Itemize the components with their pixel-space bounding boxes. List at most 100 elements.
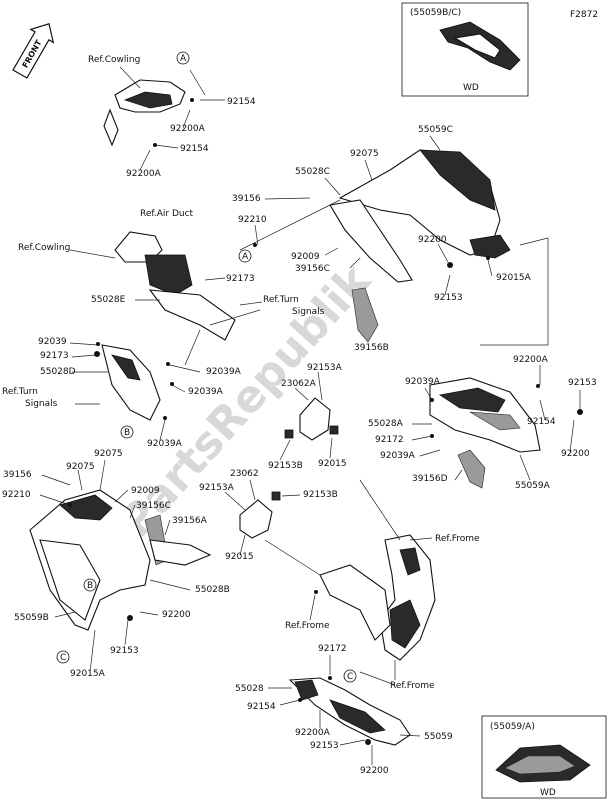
part-39156b-shape: [351, 287, 379, 343]
label-92172-right: 92172: [375, 435, 404, 445]
label-92154-right: 92154: [527, 417, 556, 427]
label-92210-left: 92210: [2, 490, 31, 500]
label-92015-top: 92015: [318, 459, 347, 469]
label-55059a: 55059A: [515, 481, 551, 491]
marker-c-left: [56, 650, 70, 664]
label-92039a-right: 92039A: [405, 377, 441, 387]
label-39156-top: 39156: [232, 194, 261, 204]
label-55028c: 55028C: [295, 167, 330, 177]
label-ref-turn-signals-mid-1: Ref.Turn: [263, 295, 299, 305]
part-39156d-shape: [457, 449, 486, 489]
label-92039a-1: 92039A: [206, 367, 242, 377]
label-92153a-top: 92153A: [307, 363, 343, 373]
label-92200a-right: 92200A: [513, 355, 549, 365]
bracket-23062a: [284, 397, 339, 441]
label-39156-left: 39156: [3, 470, 32, 480]
label-92173-mid: 92173: [226, 274, 255, 284]
label-92153b-mid: 92153B: [303, 490, 338, 500]
marker-a-top: [176, 51, 190, 65]
air-duct-group: [114, 231, 236, 341]
label-39156c-top: 39156C: [295, 264, 330, 274]
main-cowl-right: [329, 149, 511, 283]
label-92173-left: 92173: [40, 351, 69, 361]
upper-cowl-group: [103, 79, 186, 147]
label-92039a-2: 92039A: [188, 387, 224, 397]
label-55059: 55059: [424, 732, 453, 742]
label-39156d: 39156D: [412, 474, 448, 484]
marker-a-mid-text: A: [242, 252, 249, 262]
label-92200a-top: 92200A: [170, 124, 206, 134]
label-39156b: 39156B: [354, 343, 389, 353]
label-55028: 55028: [235, 684, 264, 694]
label-92009-top: 92009: [291, 252, 320, 262]
lower-cowl-bottom: [288, 677, 411, 746]
label-92015a-right: 92015A: [496, 273, 532, 283]
label-92172-bottom: 92172: [318, 644, 347, 654]
label-92075-left-a: 92075: [66, 462, 95, 472]
label-92153b-top: 92153B: [268, 461, 303, 471]
label-55059c: 55059C: [418, 125, 453, 135]
label-92210-top: 92210: [238, 215, 267, 225]
label-92154-mid: 92154: [180, 144, 209, 154]
fastener-dots: [68, 98, 583, 745]
label-92075-top: 92075: [350, 149, 379, 159]
label-92154-top: 92154: [227, 97, 256, 107]
label-92200a-bottom: 92200A: [295, 728, 331, 738]
label-55028b: 55028B: [195, 585, 230, 595]
label-92153-right: 92153: [434, 293, 463, 303]
label-ref-turn-signals-mid-2: Signals: [292, 307, 325, 317]
label-92039-left: 92039: [38, 337, 67, 347]
label-92153-bottom: 92153: [310, 741, 339, 751]
marker-c-bottom-text: C: [347, 672, 353, 682]
label-92075-left-b: 92075: [94, 449, 123, 459]
label-92015a-left: 92015A: [70, 669, 106, 679]
label-23062: 23062: [230, 469, 259, 479]
inset-top-frame: [401, 2, 529, 97]
frame-group: [319, 534, 436, 661]
label-92039a-right2: 92039A: [380, 451, 416, 461]
label-55028e: 55028E: [91, 295, 126, 305]
label-92015-mid: 92015: [225, 552, 254, 562]
label-55028a: 55028A: [368, 419, 404, 429]
label-92154-bottom: 92154: [247, 702, 276, 712]
label-92200-bottom: 92200: [360, 766, 389, 776]
lower-cowl-right: [429, 377, 541, 453]
front-arrow-badge: FRONT: [12, 22, 55, 79]
label-ref-frome-right: Ref.Frome: [435, 534, 480, 544]
inset-bottom-frame: [481, 715, 607, 799]
marker-a-top-text: A: [180, 54, 187, 64]
label-ref-frome-bottom: Ref.Frome: [390, 681, 435, 691]
marker-b-top: [120, 425, 134, 439]
label-ref-frome-mid: Ref.Frome: [285, 621, 330, 631]
label-ref-turn-signals-left-1: Ref.Turn: [2, 387, 38, 397]
label-92153-left: 92153: [110, 646, 139, 656]
label-ref-cowling-top: Ref.Cowling: [88, 55, 140, 65]
marker-b-bottom: [83, 578, 97, 592]
inner-panel-55028d: [101, 344, 161, 421]
label-39156c-left: 39156C: [136, 501, 171, 511]
label-92200a-mid: 92200A: [126, 169, 162, 179]
marker-c-left-text: C: [60, 653, 66, 663]
marker-b-top-text: B: [124, 428, 130, 438]
label-92153-farright: 92153: [568, 378, 597, 388]
bracket-23062: [239, 491, 281, 539]
inset-top-caption: (55059B/C): [410, 8, 461, 18]
label-92200-right: 92200: [418, 235, 447, 245]
label-ref-turn-signals-left-2: Signals: [25, 399, 58, 409]
lower-cowl-left: [29, 489, 212, 631]
label-39156a: 39156A: [172, 516, 208, 526]
label-ref-air-duct: Ref.Air Duct: [140, 209, 194, 219]
inset-bottom-caption: (55059/A): [490, 722, 535, 732]
inset-bottom-sub: WD: [540, 788, 556, 798]
marker-c-bottom: [343, 669, 357, 683]
label-55028d: 55028D: [40, 367, 76, 377]
inset-top-sub: WD: [463, 83, 479, 93]
label-ref-cowling-left: Ref.Cowling: [18, 243, 70, 253]
marker-a-mid: [238, 249, 252, 263]
label-92200-farright: 92200: [561, 449, 590, 459]
label-92009-left: 92009: [131, 486, 160, 496]
marker-b-bottom-text: B: [87, 581, 93, 591]
label-92153a-mid: 92153A: [199, 483, 235, 493]
figure-code: F2872: [570, 10, 598, 20]
